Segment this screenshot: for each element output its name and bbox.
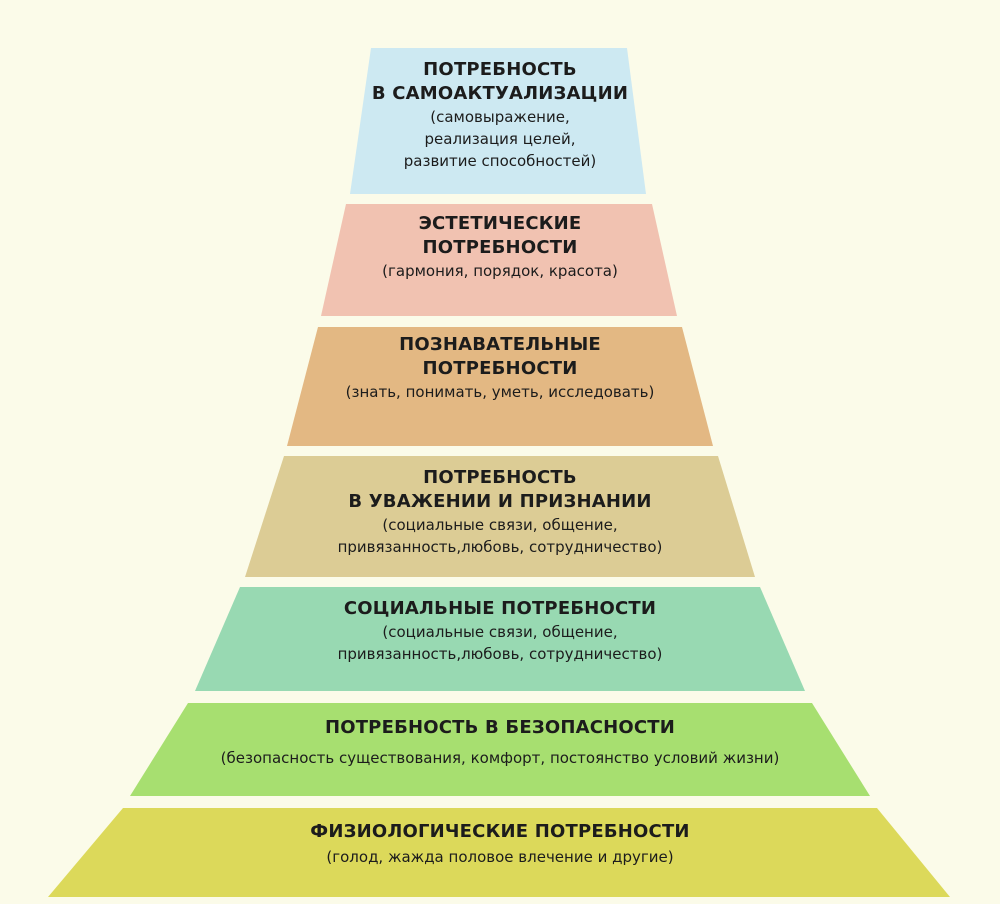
level-description: (знать, понимать, уметь, исследовать) — [0, 381, 1000, 403]
level-description: (социальные связи, общение, привязанност… — [0, 514, 1000, 558]
level-title: ПОЗНАВАТЕЛЬНЫЕ ПОТРЕБНОСТИ — [0, 333, 1000, 381]
pyramid-level-physiological — [48, 808, 950, 897]
level-text-aesthetic: ЭСТЕТИЧЕСКИЕ ПОТРЕБНОСТИ (гармония, поря… — [0, 212, 1000, 282]
level-description-line: привязанность,любовь, сотрудничество) — [337, 645, 663, 663]
pyramid-level-self-actualization — [350, 48, 646, 194]
level-title: ПОТРЕБНОСТЬ В БЕЗОПАСНОСТИ — [0, 716, 1000, 740]
pyramid-level-aesthetic — [321, 204, 677, 316]
level-text-physiological: ФИЗИОЛОГИЧЕСКИЕ ПОТРЕБНОСТИ (голод, жажд… — [0, 820, 1000, 868]
level-description-line: (безопасность существования, комфорт, по… — [220, 749, 780, 767]
level-title-line: ПОТРЕБНОСТЬ — [423, 467, 577, 488]
level-description-line: (социальные связи, общение, — [382, 516, 618, 534]
pyramid-level-safety — [130, 703, 870, 796]
level-description-line: привязанность,любовь, сотрудничество) — [337, 538, 663, 556]
level-title: ЭСТЕТИЧЕСКИЕ ПОТРЕБНОСТИ — [0, 212, 1000, 260]
level-text-safety: ПОТРЕБНОСТЬ В БЕЗОПАСНОСТИ (безопасность… — [0, 716, 1000, 769]
pyramid-level-esteem — [245, 456, 755, 577]
level-description: (безопасность существования, комфорт, по… — [0, 747, 1000, 769]
level-description-line: (социальные связи, общение, — [382, 623, 618, 641]
level-title-line: СОЦИАЛЬНЫЕ ПОТРЕБНОСТИ — [343, 598, 657, 619]
pyramid-level-social — [195, 587, 805, 691]
level-description-line: реализация целей, — [424, 130, 576, 148]
level-title-line: ПОТРЕБНОСТЬ В БЕЗОПАСНОСТИ — [324, 717, 676, 738]
level-title-line: ПОТРЕБНОСТИ — [422, 237, 578, 258]
level-title-line: В САМОАКТУАЛИЗАЦИИ — [371, 83, 629, 104]
level-text-cognitive: ПОЗНАВАТЕЛЬНЫЕ ПОТРЕБНОСТИ (знать, поним… — [0, 333, 1000, 403]
level-description-line: (знать, понимать, уметь, исследовать) — [345, 383, 655, 401]
level-title-line: ПОЗНАВАТЕЛЬНЫЕ — [399, 334, 601, 355]
level-description: (гармония, порядок, красота) — [0, 260, 1000, 282]
level-text-social: СОЦИАЛЬНЫЕ ПОТРЕБНОСТИ (социальные связи… — [0, 597, 1000, 665]
level-title-line: ФИЗИОЛОГИЧЕСКИЕ ПОТРЕБНОСТИ — [310, 821, 690, 842]
level-description: (голод, жажда половое влечение и другие) — [0, 846, 1000, 868]
level-description-line: (гармония, порядок, красота) — [382, 262, 618, 280]
level-description-line: развитие способностей) — [403, 152, 597, 170]
level-title-line: ПОТРЕБНОСТЬ — [423, 59, 577, 80]
pyramid-level-cognitive — [287, 327, 713, 446]
level-title-line: В УВАЖЕНИИ И ПРИЗНАНИИ — [348, 491, 652, 512]
level-title: ПОТРЕБНОСТЬ В УВАЖЕНИИ И ПРИЗНАНИИ — [0, 466, 1000, 514]
level-description: (самовыражение, реализация целей, развит… — [0, 106, 1000, 172]
level-text-self-actualization: ПОТРЕБНОСТЬ В САМОАКТУАЛИЗАЦИИ (самовыра… — [0, 58, 1000, 172]
level-title: ПОТРЕБНОСТЬ В САМОАКТУАЛИЗАЦИИ — [0, 58, 1000, 106]
level-description-line: (самовыражение, — [430, 108, 570, 126]
level-title: ФИЗИОЛОГИЧЕСКИЕ ПОТРЕБНОСТИ — [0, 820, 1000, 844]
level-text-esteem: ПОТРЕБНОСТЬ В УВАЖЕНИИ И ПРИЗНАНИИ (соци… — [0, 466, 1000, 558]
level-title-line: ПОТРЕБНОСТИ — [422, 358, 578, 379]
level-description: (социальные связи, общение, привязанност… — [0, 621, 1000, 665]
level-title: СОЦИАЛЬНЫЕ ПОТРЕБНОСТИ — [0, 597, 1000, 621]
level-title-line: ЭСТЕТИЧЕСКИЕ — [418, 213, 582, 234]
level-description-line: (голод, жажда половое влечение и другие) — [326, 848, 674, 866]
